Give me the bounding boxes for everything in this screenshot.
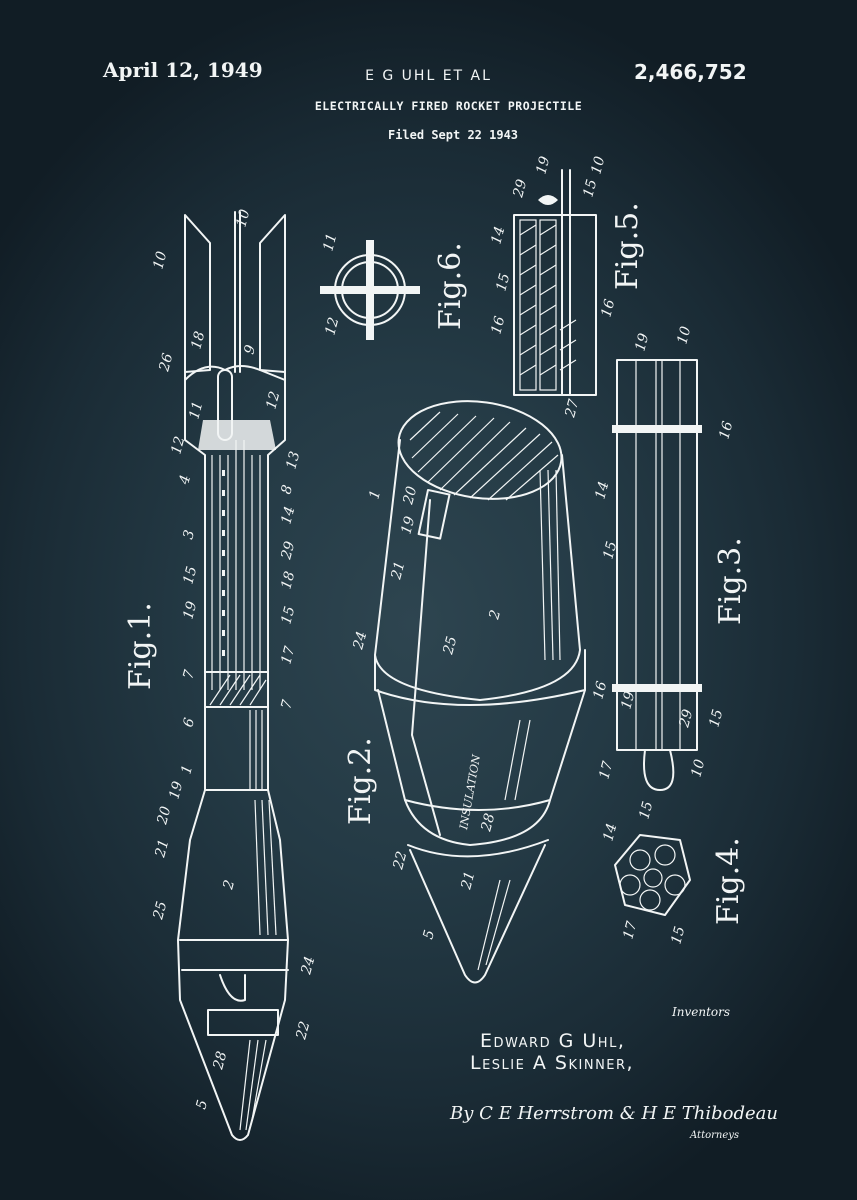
svg-text:16: 16 [488, 315, 508, 336]
svg-text:12: 12 [168, 435, 188, 456]
inventor-2-name: Leslie A Skinner, [470, 1052, 635, 1074]
svg-text:9: 9 [241, 343, 259, 356]
svg-text:14: 14 [592, 480, 612, 501]
svg-text:29: 29 [676, 708, 696, 730]
svg-text:2: 2 [220, 878, 238, 892]
svg-text:15: 15 [636, 800, 656, 821]
svg-text:28: 28 [210, 1050, 230, 1072]
svg-text:10: 10 [233, 208, 253, 229]
svg-text:18: 18 [188, 330, 208, 351]
svg-text:11: 11 [186, 400, 206, 421]
svg-text:19: 19 [632, 332, 652, 353]
svg-text:20: 20 [400, 485, 420, 507]
svg-text:26: 26 [156, 352, 176, 374]
svg-text:29: 29 [278, 540, 298, 562]
svg-text:10: 10 [588, 155, 608, 176]
patent-title: ELECTRICALLY FIRED ROCKET PROJECTILE [314, 99, 583, 113]
svg-text:1: 1 [178, 763, 196, 776]
svg-text:7: 7 [180, 668, 198, 681]
patent-date: April 12, 1949 [103, 58, 263, 82]
fig3-label: Fig.3. [713, 537, 748, 625]
svg-text:15: 15 [668, 925, 688, 946]
svg-text:19: 19 [166, 780, 186, 801]
svg-text:15: 15 [493, 272, 513, 293]
svg-text:19: 19 [180, 600, 200, 621]
inventors-label: Inventors [672, 1005, 731, 1019]
svg-text:10: 10 [674, 325, 694, 346]
svg-text:8: 8 [278, 483, 296, 496]
svg-text:16: 16 [598, 298, 618, 319]
svg-text:21: 21 [458, 870, 478, 892]
svg-text:3: 3 [180, 528, 198, 541]
figure-6-drawing: 11 12 Fig.6. [320, 232, 468, 340]
svg-text:12: 12 [322, 316, 342, 337]
svg-text:15: 15 [180, 565, 200, 586]
svg-text:17: 17 [596, 760, 616, 781]
svg-text:7: 7 [278, 698, 296, 711]
svg-text:6: 6 [180, 716, 198, 729]
svg-text:15: 15 [706, 708, 726, 729]
figure-2-drawing: 1 20 19 21 2 24 25 28 22 21 5 INSULATION… [343, 400, 586, 984]
svg-text:28: 28 [478, 812, 498, 834]
svg-text:5: 5 [193, 1098, 211, 1111]
fig5-label: Fig.5. [610, 202, 645, 290]
inventor-1-name: Edward G Uhl, [480, 1030, 626, 1052]
svg-text:19: 19 [618, 690, 638, 711]
svg-text:11: 11 [320, 232, 340, 253]
svg-text:16: 16 [716, 420, 736, 441]
svg-text:14: 14 [600, 822, 620, 843]
insulation-label: INSULATION [457, 753, 483, 831]
svg-text:14: 14 [278, 505, 298, 526]
attorneys-signature: By C E Herrstrom & H E Thibodeau [450, 1103, 778, 1124]
fig2-label: Fig.2. [343, 737, 378, 825]
svg-text:22: 22 [390, 850, 410, 872]
svg-text:5: 5 [420, 928, 438, 941]
svg-text:19: 19 [398, 515, 418, 536]
svg-text:17: 17 [278, 645, 298, 666]
svg-text:16: 16 [590, 680, 610, 701]
figure-4-drawing: 14 15 17 15 Fig.4. [600, 800, 746, 946]
svg-text:29: 29 [510, 178, 530, 200]
fig1-label: Fig.1. [123, 602, 158, 690]
svg-text:22: 22 [293, 1020, 313, 1042]
svg-text:1: 1 [366, 488, 384, 501]
svg-text:10: 10 [688, 758, 708, 779]
svg-text:2: 2 [486, 608, 504, 622]
svg-text:17: 17 [620, 920, 640, 941]
svg-text:18: 18 [278, 570, 298, 591]
figure-1-drawing: 10 10 26 18 9 11 12 12 13 4 8 14 3 29 15… [123, 208, 318, 1141]
svg-text:21: 21 [388, 560, 408, 582]
svg-text:10: 10 [150, 250, 170, 271]
filed-date: Filed Sept 22 1943 [387, 128, 519, 142]
fig4-label: Fig.4. [711, 837, 746, 925]
svg-text:15: 15 [278, 605, 298, 626]
fig6-label: Fig.6. [433, 242, 468, 330]
svg-text:15: 15 [600, 540, 620, 561]
svg-text:20: 20 [154, 805, 174, 827]
svg-text:4: 4 [176, 473, 194, 487]
figure-5-drawing: 29 19 15 10 14 15 16 16 27 Fig.5. [488, 155, 645, 420]
svg-text:24: 24 [350, 630, 370, 652]
svg-text:21: 21 [152, 838, 172, 860]
svg-text:13: 13 [283, 450, 303, 471]
patent-number: 2,466,752 [634, 60, 747, 84]
svg-text:25: 25 [440, 635, 460, 657]
svg-text:14: 14 [488, 225, 508, 246]
svg-text:12: 12 [263, 390, 283, 411]
figure-3-drawing: 19 10 16 14 15 16 19 29 15 17 10 Fig.3. [590, 325, 748, 791]
svg-text:15: 15 [580, 178, 600, 199]
inventor-heading: E G UHL ET AL [365, 68, 492, 84]
svg-text:27: 27 [562, 398, 582, 420]
svg-text:24: 24 [298, 955, 318, 977]
svg-text:19: 19 [533, 155, 553, 176]
svg-text:25: 25 [150, 900, 170, 922]
attorneys-label: Attorneys [690, 1130, 740, 1141]
